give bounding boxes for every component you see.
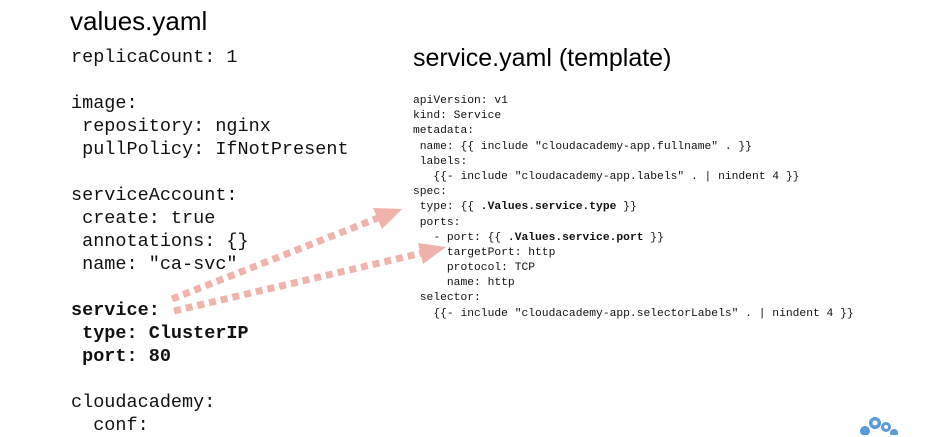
tpl-line-ports: ports: (413, 216, 461, 229)
tpl-line-name: name: {{ include "cloudacademy-app.fulln… (413, 140, 752, 153)
code-line-blank (71, 368, 349, 391)
tpl-line-labels-include: {{- include "cloudacademy-app.labels" . … (413, 170, 800, 183)
code-line-service: service: (71, 300, 160, 321)
values-yaml-title: values.yaml (70, 6, 208, 36)
code-line-cloudacademy: cloudacademy: (71, 392, 216, 413)
tpl-line-spec: spec: (413, 186, 447, 199)
cloudacademy-logo (860, 417, 898, 435)
tpl-port-prefix: - port: {{ (413, 231, 508, 244)
code-line-service-port: port: 80 (71, 346, 171, 367)
tpl-port-values-ref: .Values.service.port (507, 231, 644, 244)
tpl-type-suffix: }} (616, 201, 637, 214)
code-line-service-account: serviceAccount: (71, 185, 238, 206)
tpl-line-port-name: name: http (413, 277, 515, 290)
tpl-line-selector: selector: (413, 292, 481, 305)
service-yaml-title: service.yaml (template) (413, 44, 672, 72)
tpl-line-type: type: {{ .Values.service.type }} (413, 200, 854, 215)
code-line-service-type: type: ClusterIP (71, 323, 249, 344)
tpl-port-suffix: }} (643, 231, 664, 244)
tpl-line-api-version: apiVersion: v1 (413, 95, 508, 107)
tpl-type-values-ref: .Values.service.type (480, 201, 617, 214)
code-line-blank (71, 276, 349, 299)
tpl-line-labels: labels: (413, 155, 468, 168)
code-line-repository: repository: nginx (71, 116, 271, 137)
code-line-conf: conf: (71, 415, 149, 436)
code-line-create: create: true (71, 208, 216, 229)
tpl-type-prefix: type: {{ (413, 201, 481, 214)
code-line-annotations: annotations: {} (71, 231, 249, 252)
tpl-line-target-port: targetPort: http (413, 246, 556, 259)
tpl-line-kind: kind: Service (413, 110, 502, 123)
tpl-line-metadata: metadata: (413, 125, 475, 138)
code-line-name: name: "ca-svc" (71, 254, 238, 275)
code-line-image: image: (71, 93, 138, 114)
code-line-blank (71, 161, 349, 184)
service-yaml-code: apiVersion: v1 kind: Service metadata: nam… (413, 94, 854, 322)
code-line-blank (71, 69, 349, 92)
code-line-pull-policy: pullPolicy: IfNotPresent (71, 139, 349, 160)
tpl-line-selector-include: {{- include "cloudacademy-app.selectorLa… (413, 307, 854, 320)
code-line-replica-count: replicaCount: 1 (71, 47, 238, 68)
tpl-line-protocol: protocol: TCP (413, 262, 536, 275)
tpl-line-port: - port: {{ .Values.service.port }} (413, 231, 854, 246)
